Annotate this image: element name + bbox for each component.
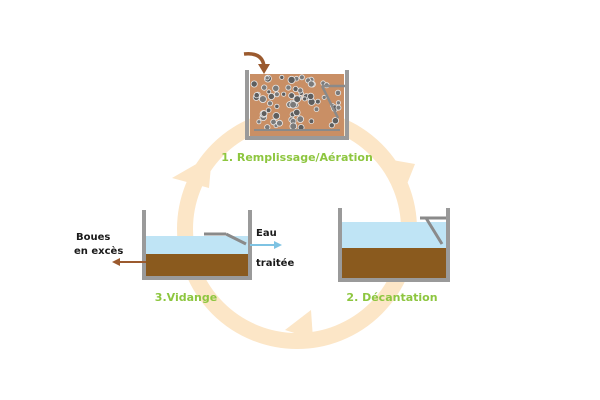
air-bubble <box>313 106 320 112</box>
excess-sludge-arrowhead <box>112 258 120 266</box>
air-bubble <box>328 122 335 129</box>
inflow-arrowhead <box>258 64 270 74</box>
tank-settling <box>338 208 450 282</box>
air-bubble <box>307 92 315 101</box>
air-bubble <box>281 91 287 97</box>
air-bubble <box>289 122 298 131</box>
air-bubble <box>302 96 308 102</box>
air-bubble <box>267 93 275 101</box>
air-bubble <box>285 84 292 91</box>
air-bubble <box>261 84 268 91</box>
tank-wall <box>338 208 450 282</box>
remaining-water <box>146 236 248 254</box>
treated-water-label-line1: Eau <box>256 228 277 239</box>
air-bubble <box>266 89 272 95</box>
excess-sludge-label-line1: Boues <box>76 232 110 243</box>
air-bubble <box>276 119 283 127</box>
air-bubble <box>296 115 304 123</box>
inflow-arrow <box>243 52 266 67</box>
step-label-settling: 2. Décantation <box>346 291 437 304</box>
cycle-arrow-right <box>381 158 415 194</box>
air-bubble <box>321 94 327 100</box>
air-bubble <box>274 103 280 110</box>
air-bubble <box>272 112 281 120</box>
air-bubble <box>287 75 296 84</box>
air-bubble <box>307 80 315 88</box>
settled-sludge <box>342 248 446 278</box>
tank-filling <box>243 52 349 140</box>
air-bubble <box>298 74 305 81</box>
air-bubble <box>335 100 341 106</box>
treated-water-label-line2: traitée <box>256 257 294 269</box>
air-bubble <box>308 118 315 124</box>
air-bubble <box>297 87 304 94</box>
clear-water <box>342 222 446 248</box>
step-label-draining: 3.Vidange <box>155 291 217 304</box>
air-bubble <box>256 119 262 125</box>
air-bubble <box>264 75 270 81</box>
air-bubble <box>293 108 301 117</box>
air-bubble <box>289 101 297 109</box>
air-bubble <box>270 118 277 126</box>
air-bubble <box>253 92 260 99</box>
cycle-arrow-bottom <box>285 310 313 339</box>
air-bubble <box>315 98 321 105</box>
air-bubble <box>265 107 272 113</box>
air-bubble <box>258 95 267 103</box>
cycle-arrow-left <box>172 155 212 188</box>
excess-sludge-label-line2: en excès <box>74 245 123 257</box>
air-bubble <box>250 80 258 88</box>
aeration-bubbles <box>250 74 342 131</box>
air-bubble <box>331 117 339 125</box>
tank-draining <box>112 210 282 280</box>
air-bubble <box>272 84 280 92</box>
air-bubble <box>260 110 268 117</box>
remaining-sludge <box>146 254 248 276</box>
air-bubble <box>267 100 273 107</box>
air-bubble <box>288 92 295 99</box>
tank-wall <box>245 70 349 140</box>
air-bubble <box>293 95 302 103</box>
air-bubble <box>279 74 285 80</box>
step-label-filling: 1. Remplissage/Aération <box>221 151 373 164</box>
air-bubble <box>335 104 342 111</box>
treated-water-arrowhead <box>274 241 282 249</box>
air-bubble <box>273 91 280 98</box>
air-bubble <box>334 89 342 97</box>
